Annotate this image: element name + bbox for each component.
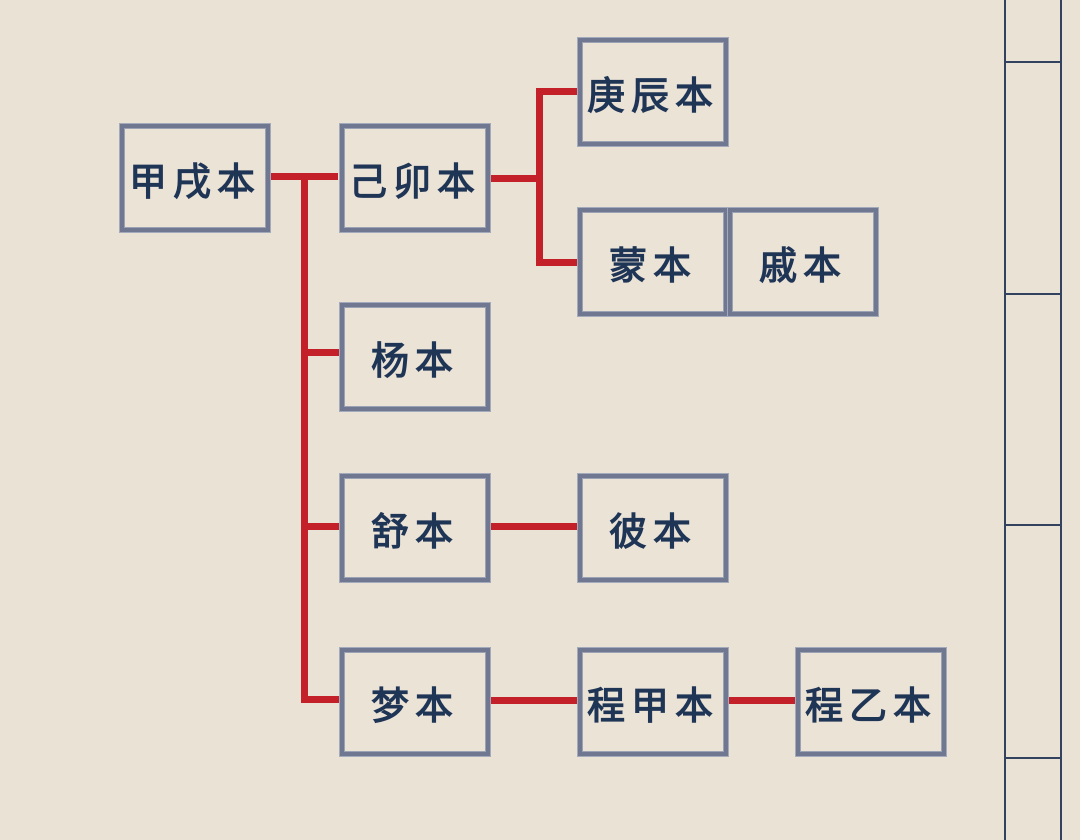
node-mengben: 梦本 <box>340 648 490 756</box>
margin-rule-divider-1 <box>1004 61 1062 63</box>
margin-rule-left <box>1004 0 1006 840</box>
node-shu: 舒本 <box>340 474 490 582</box>
connector-jimao-branch-vertical <box>536 88 543 266</box>
node-bi: 彼本 <box>578 474 728 582</box>
node-jimao: 己卯本 <box>340 124 490 232</box>
margin-rule-divider-3 <box>1004 524 1062 526</box>
node-qi: 戚本 <box>728 208 878 316</box>
margin-rule-right <box>1060 0 1062 840</box>
margin-rule-divider-2 <box>1004 293 1062 295</box>
node-chengyi: 程乙本 <box>796 648 946 756</box>
node-yang: 杨本 <box>340 303 490 411</box>
connector-trunk-to-yang <box>301 349 339 356</box>
connector-main-trunk <box>301 173 308 703</box>
connector-branch-to-meng <box>536 259 578 266</box>
node-meng: 蒙本 <box>578 208 728 316</box>
node-gengchen: 庚辰本 <box>578 38 728 146</box>
node-chengjia: 程甲本 <box>578 648 728 756</box>
connector-trunk-to-shu <box>301 523 339 530</box>
connector-jimao-to-branch <box>490 175 540 182</box>
connector-branch-to-gengchen <box>536 88 578 95</box>
connector-mengben-to-chengjia <box>490 697 578 704</box>
node-jiaxu: 甲戌本 <box>120 124 270 232</box>
connector-shu-to-bi <box>490 523 578 530</box>
connector-trunk-to-mengben <box>301 696 339 703</box>
connector-chengjia-to-chengyi <box>727 697 795 704</box>
margin-rule-divider-4 <box>1004 757 1062 759</box>
